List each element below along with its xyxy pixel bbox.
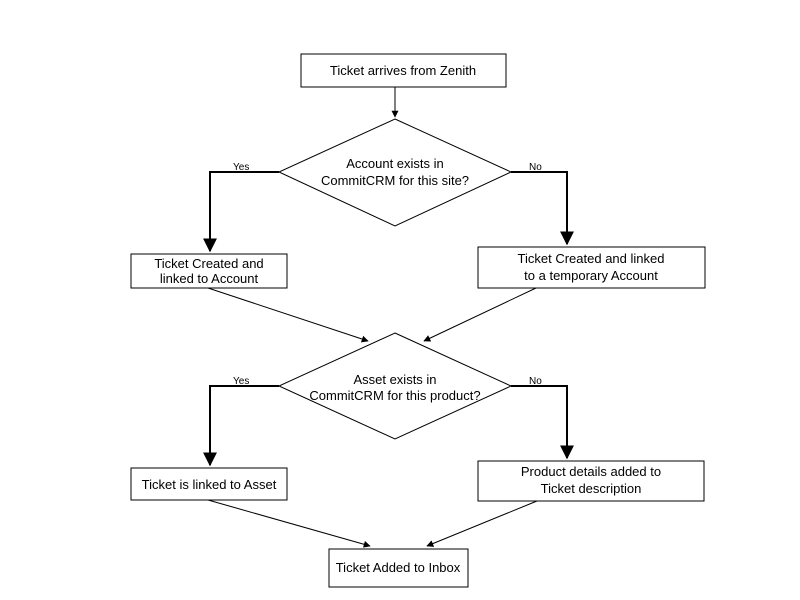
node-product-details: Product details added to Ticket descript… (477, 460, 705, 502)
node-start-text: Ticket arrives from Zenith (330, 63, 476, 78)
arrow-linked-asset-to-inbox (207, 499, 371, 548)
arrow-linked-account-to-asset-decision (207, 287, 369, 343)
arrow-account-yes (203, 171, 279, 253)
node-linked-account: Ticket Created and linked to Account (130, 253, 288, 289)
node-inbox: Ticket Added to Inbox (328, 548, 469, 588)
node-temporary-account-line2: to a temporary Account (524, 268, 658, 283)
node-asset-decision-line1: Asset exists in (353, 372, 436, 387)
node-temporary-account: Ticket Created and linked to a temporary… (477, 246, 706, 289)
node-asset-decision-line2: CommitCRM for this product? (309, 388, 480, 403)
node-linked-asset: Ticket is linked to Asset (130, 467, 288, 501)
label-asset-yes: Yes (233, 376, 249, 387)
node-inbox-text: Ticket Added to Inbox (336, 560, 461, 575)
label-asset-no: No (529, 376, 542, 387)
arrow-asset-no (511, 385, 574, 460)
node-product-details-line1: Product details added to (521, 464, 661, 479)
node-account-decision-line2: CommitCRM for this site? (321, 173, 469, 188)
node-account-decision: Account exists in CommitCRM for this sit… (277, 118, 513, 227)
node-linked-account-line2: linked to Account (160, 271, 259, 286)
node-asset-decision: Asset exists in CommitCRM for this produ… (277, 332, 513, 440)
node-linked-account-line1: Ticket Created and (154, 256, 263, 271)
arrow-asset-yes (203, 385, 279, 467)
arrow-account-no (511, 171, 574, 246)
node-start: Ticket arrives from Zenith (300, 53, 507, 88)
label-account-yes: Yes (233, 162, 249, 173)
node-product-details-line2: Ticket description (541, 481, 642, 496)
node-temporary-account-line1: Ticket Created and linked (518, 251, 665, 266)
node-linked-asset-text: Ticket is linked to Asset (142, 477, 277, 492)
label-account-no: No (529, 162, 542, 173)
arrow-product-details-to-inbox (426, 500, 538, 547)
arrow-temp-account-to-asset-decision (423, 287, 537, 342)
node-account-decision-line1: Account exists in (346, 156, 444, 171)
